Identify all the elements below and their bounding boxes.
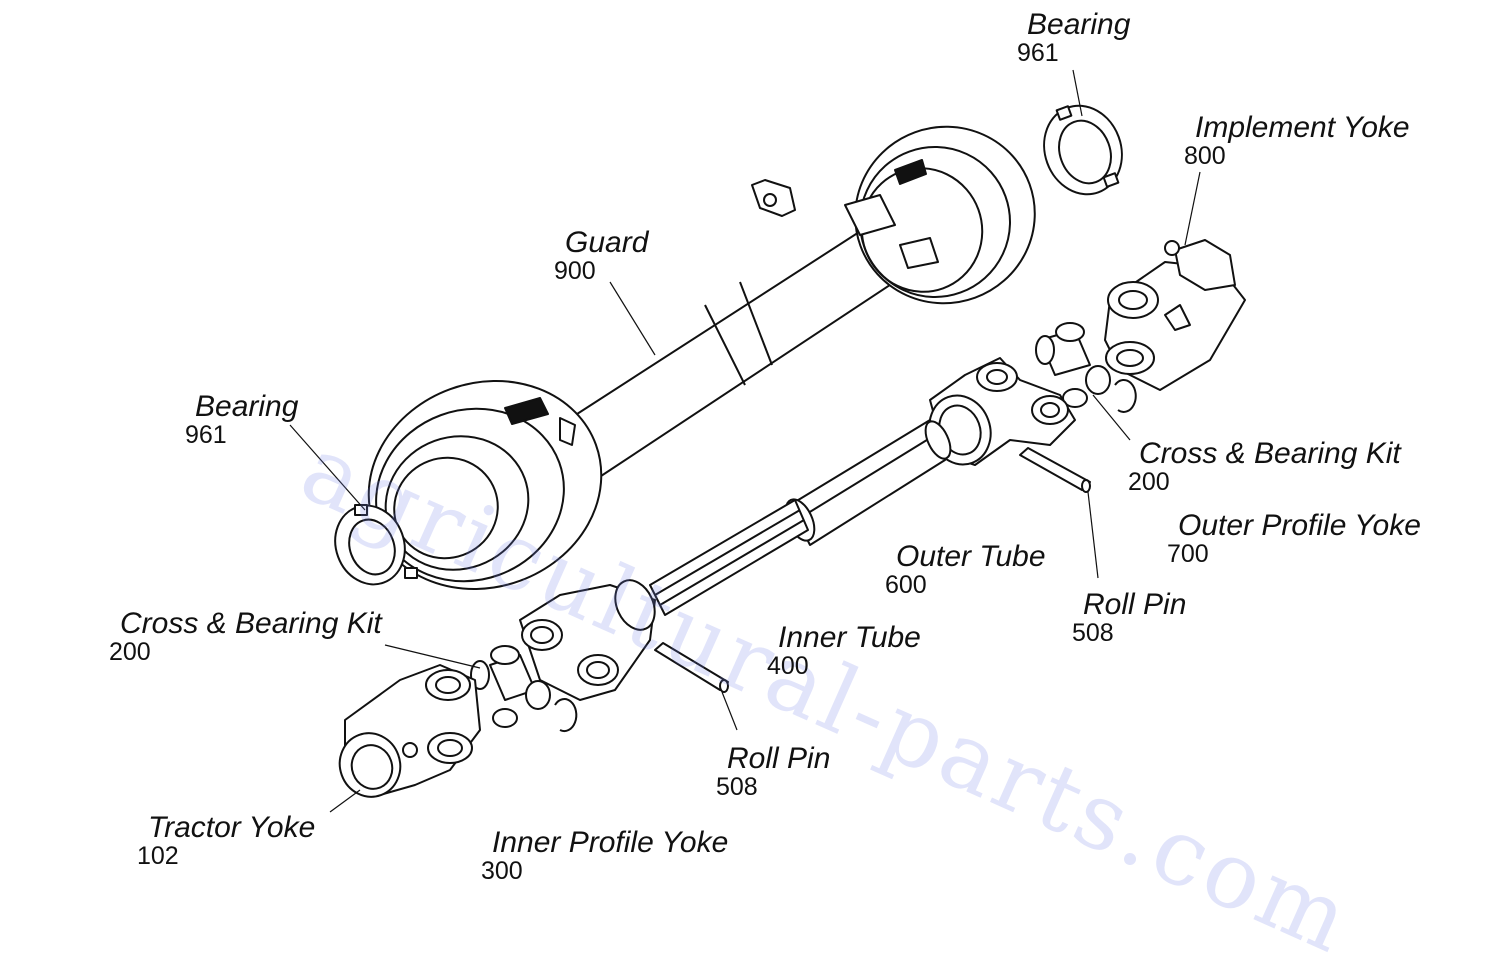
part-name: Outer Profile Yoke [1178,509,1421,542]
leader-roll-pin-right [1087,491,1099,579]
leader-bearing-left [289,424,366,511]
leader-bearing-right [1072,69,1083,117]
part-name: Implement Yoke [1195,111,1410,144]
bearing-right-part [1043,104,1123,196]
part-number: 200 [109,638,151,666]
guard-clip-part [751,179,796,217]
roll-pin-right-part [1019,447,1091,493]
part-number: 102 [137,842,179,870]
part-number: 961 [1017,39,1059,67]
cross-bearing-kit-right-part [1035,322,1137,413]
part-name: Inner Tube [778,621,921,654]
callout-roll-pin-left: Roll Pin 508 [716,742,831,800]
part-name: Outer Tube [896,540,1046,573]
diagram-drawing [289,69,1246,813]
part-number: 600 [885,571,927,599]
callout-inner-tube: Inner Tube 400 [767,621,921,679]
callout-implement-yoke: Implement Yoke 800 [1184,111,1410,169]
part-name: Roll Pin [727,742,831,775]
leader-implement-yoke [1184,171,1201,246]
callout-inner-profile-yoke: Inner Profile Yoke 300 [481,826,729,884]
part-number: 961 [185,421,227,449]
guard-part [367,125,1036,590]
callout-bearing-left: Bearing 961 [185,390,299,448]
leader-roll-pin-left [721,691,738,731]
part-name: Inner Profile Yoke [492,826,729,859]
part-number: 300 [481,857,523,885]
callout-roll-pin-right: Roll Pin 508 [1072,588,1187,646]
part-name: Cross & Bearing Kit [1139,437,1401,470]
implement-yoke-part [1104,239,1246,391]
tractor-yoke-part [338,664,481,798]
callout-tractor-yoke: Tractor Yoke 102 [137,811,316,869]
part-name: Cross & Bearing Kit [120,607,382,640]
leader-tractor-yoke [329,789,361,813]
part-name: Roll Pin [1083,588,1187,621]
part-name: Bearing [1027,8,1131,41]
leader-guard [609,281,656,356]
part-name: Bearing [195,390,299,423]
pto-shaft-exploded-diagram: agricultural-parts.com Bearing 961 Imple… [109,8,1421,975]
callout-outer-tube: Outer Tube 600 [885,540,1046,598]
inner-profile-yoke-part [519,579,656,701]
part-number: 508 [716,773,758,801]
bearing-left-part [334,504,418,586]
part-number: 400 [767,652,809,680]
callout-bearing-right: Bearing 961 [1017,8,1131,66]
part-name: Guard [565,226,649,259]
callout-cross-bearing-kit-right: Cross & Bearing Kit 200 [1128,437,1401,495]
callout-cross-bearing-kit-left: Cross & Bearing Kit 200 [109,607,382,665]
cross-bearing-kit-left-part [470,645,578,733]
part-number: 700 [1167,540,1209,568]
inner-tube-part [649,499,809,616]
outer-tube-part [784,419,952,546]
callout-outer-profile-yoke: Outer Profile Yoke 700 [1167,509,1421,567]
part-number: 200 [1128,468,1170,496]
part-number: 508 [1072,619,1114,647]
leader-cross-bearing-right [1092,394,1131,441]
roll-pin-left-part [654,642,729,693]
callout-guard: Guard 900 [554,226,649,284]
part-number: 800 [1184,142,1226,170]
part-number: 900 [554,257,596,285]
part-name: Tractor Yoke [148,811,316,844]
outer-profile-yoke-part [928,357,1076,466]
leader-cross-bearing-left [384,644,481,669]
